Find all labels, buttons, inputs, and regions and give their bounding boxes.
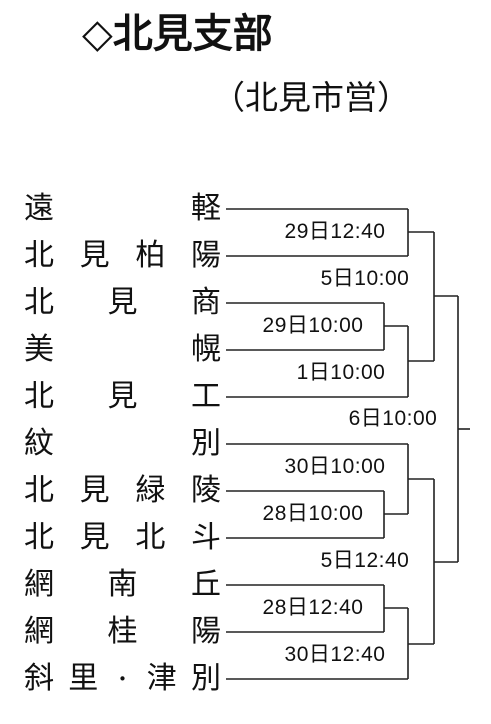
team-entry: 斜 里 ・ 津 別 xyxy=(24,658,221,700)
team-char: 工 xyxy=(191,379,221,414)
team-char: 見 xyxy=(107,285,138,320)
team-char: ・ xyxy=(112,667,133,691)
team-char: 北 xyxy=(24,473,54,508)
team-char: 商 xyxy=(191,285,221,320)
team-entry: 北 見 北 斗 xyxy=(24,517,221,559)
match-time-label: 30日12:40 xyxy=(284,643,386,666)
match-time-label: 29日10:00 xyxy=(262,314,364,337)
team-char: 柏 xyxy=(135,238,166,273)
team-char: 北 xyxy=(24,379,54,414)
team-char: 網 xyxy=(24,567,54,602)
team-char: 北 xyxy=(24,238,54,273)
team-char: 見 xyxy=(79,238,110,273)
match-time-label: 30日10:00 xyxy=(284,455,386,478)
team-char: 別 xyxy=(191,426,221,461)
team-char: 紋 xyxy=(24,426,54,461)
team-char: 別 xyxy=(191,661,221,696)
team-char: 斜 xyxy=(24,661,54,696)
team-char: 美 xyxy=(24,332,54,367)
match-time-label: 5日12:40 xyxy=(320,549,410,572)
match-time-label: 28日12:40 xyxy=(262,596,364,619)
match-time-label: 1日10:00 xyxy=(296,361,386,384)
team-char: 北 xyxy=(135,520,166,555)
team-char: 陵 xyxy=(190,473,221,508)
team-char: 桂 xyxy=(107,614,138,649)
match-time-label: 6日10:00 xyxy=(348,407,438,430)
team-char: 見 xyxy=(107,379,138,414)
team-entry: 遠 軽 xyxy=(24,188,221,230)
team-char: 見 xyxy=(79,520,110,555)
team-char: 軽 xyxy=(191,191,221,226)
team-entry: 紋 別 xyxy=(24,423,221,465)
team-char: 北 xyxy=(24,285,54,320)
venue-label: （北見市営） xyxy=(212,78,410,117)
team-char: 南 xyxy=(107,567,138,602)
team-entry: 美 幌 xyxy=(24,329,221,371)
team-entry: 北 見 緑 陵 xyxy=(24,470,221,512)
team-char: 見 xyxy=(79,473,110,508)
team-char: 斗 xyxy=(190,520,221,555)
match-time-label: 5日10:00 xyxy=(320,267,410,290)
team-char: 遠 xyxy=(24,191,54,226)
team-entry: 北 見 柏 陽 xyxy=(24,235,221,277)
team-entry: 網 桂 陽 xyxy=(24,611,221,653)
team-entry: 北 見 工 xyxy=(24,376,221,418)
match-time-label: 28日10:00 xyxy=(262,502,364,525)
team-char: 幌 xyxy=(191,332,221,367)
team-entry: 網 南 丘 xyxy=(24,564,221,606)
match-time-label: 29日12:40 xyxy=(284,220,386,243)
team-char: 陽 xyxy=(190,238,221,273)
team-char: 緑 xyxy=(135,473,166,508)
team-char: 里 xyxy=(68,661,99,696)
team-char: 北 xyxy=(24,520,54,555)
team-char: 網 xyxy=(24,614,54,649)
team-entry: 北 見 商 xyxy=(24,282,221,324)
page-title: ◇北見支部 xyxy=(82,11,273,57)
team-char: 津 xyxy=(146,661,177,696)
team-char: 陽 xyxy=(191,614,221,649)
team-char: 丘 xyxy=(191,567,221,602)
